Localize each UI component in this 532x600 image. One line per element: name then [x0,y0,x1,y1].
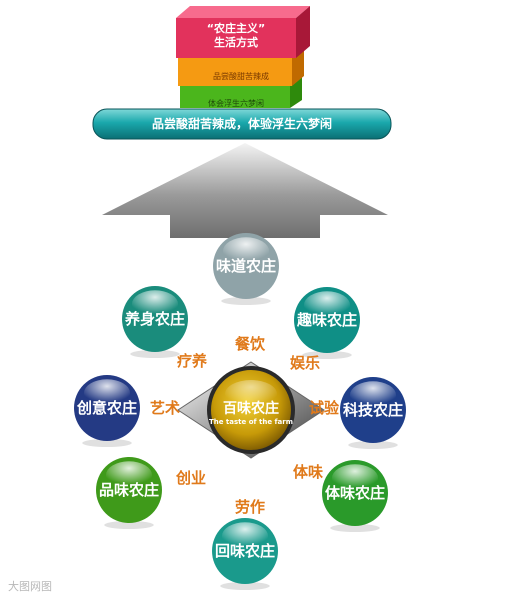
link-label-art: 艺术 [150,399,181,417]
link-label-health: 疗养 [177,352,208,370]
link-label-experiment: 试验 [309,399,340,417]
up-arrow [102,143,388,238]
watermark: 大图网图 [8,580,52,593]
top-stacked-boxes [176,6,310,108]
banner-text: 品尝酸甜苦辣成，体验浮生六梦闲 [151,117,332,131]
node-label: 品味农庄 [99,481,159,499]
link-label-startup: 创业 [176,469,207,487]
node-label: 科技农庄 [343,401,403,419]
center-subtitle: The taste of the farm [208,418,294,426]
box3-text: 体会浮生六梦闲 [208,99,264,108]
node-fun: 趣味农庄 [294,287,360,359]
node-taste: 味道农庄 [213,233,279,305]
link-label-entertainment: 娱乐 [290,354,321,372]
banner [92,108,392,140]
link-label-labor: 劳作 [235,498,266,516]
node-aftertaste: 回味农庄 [212,518,278,590]
node-tech: 科技农庄 [340,377,406,449]
node-label: 养身农庄 [124,310,185,328]
node-label: 体味农庄 [325,484,385,502]
node-experience: 体味农庄 [322,460,388,532]
box1-line1: “农庄主义” [206,22,266,35]
link-label-catering: 餐饮 [235,335,266,353]
node-creative: 创意农庄 [74,375,140,447]
box1-line2: 生活方式 [214,36,258,49]
box2-text: 品尝酸甜苦辣成 [213,72,269,81]
node-savor: 品味农庄 [96,457,162,529]
node-label: 回味农庄 [215,542,275,560]
center-title: 百味农庄 [223,401,279,417]
node-wellness: 养身农庄 [122,286,188,358]
node-label: 创意农庄 [76,399,137,417]
link-label-experience: 体味 [293,463,324,481]
node-label: 趣味农庄 [296,311,357,329]
node-label: 味道农庄 [216,257,276,275]
